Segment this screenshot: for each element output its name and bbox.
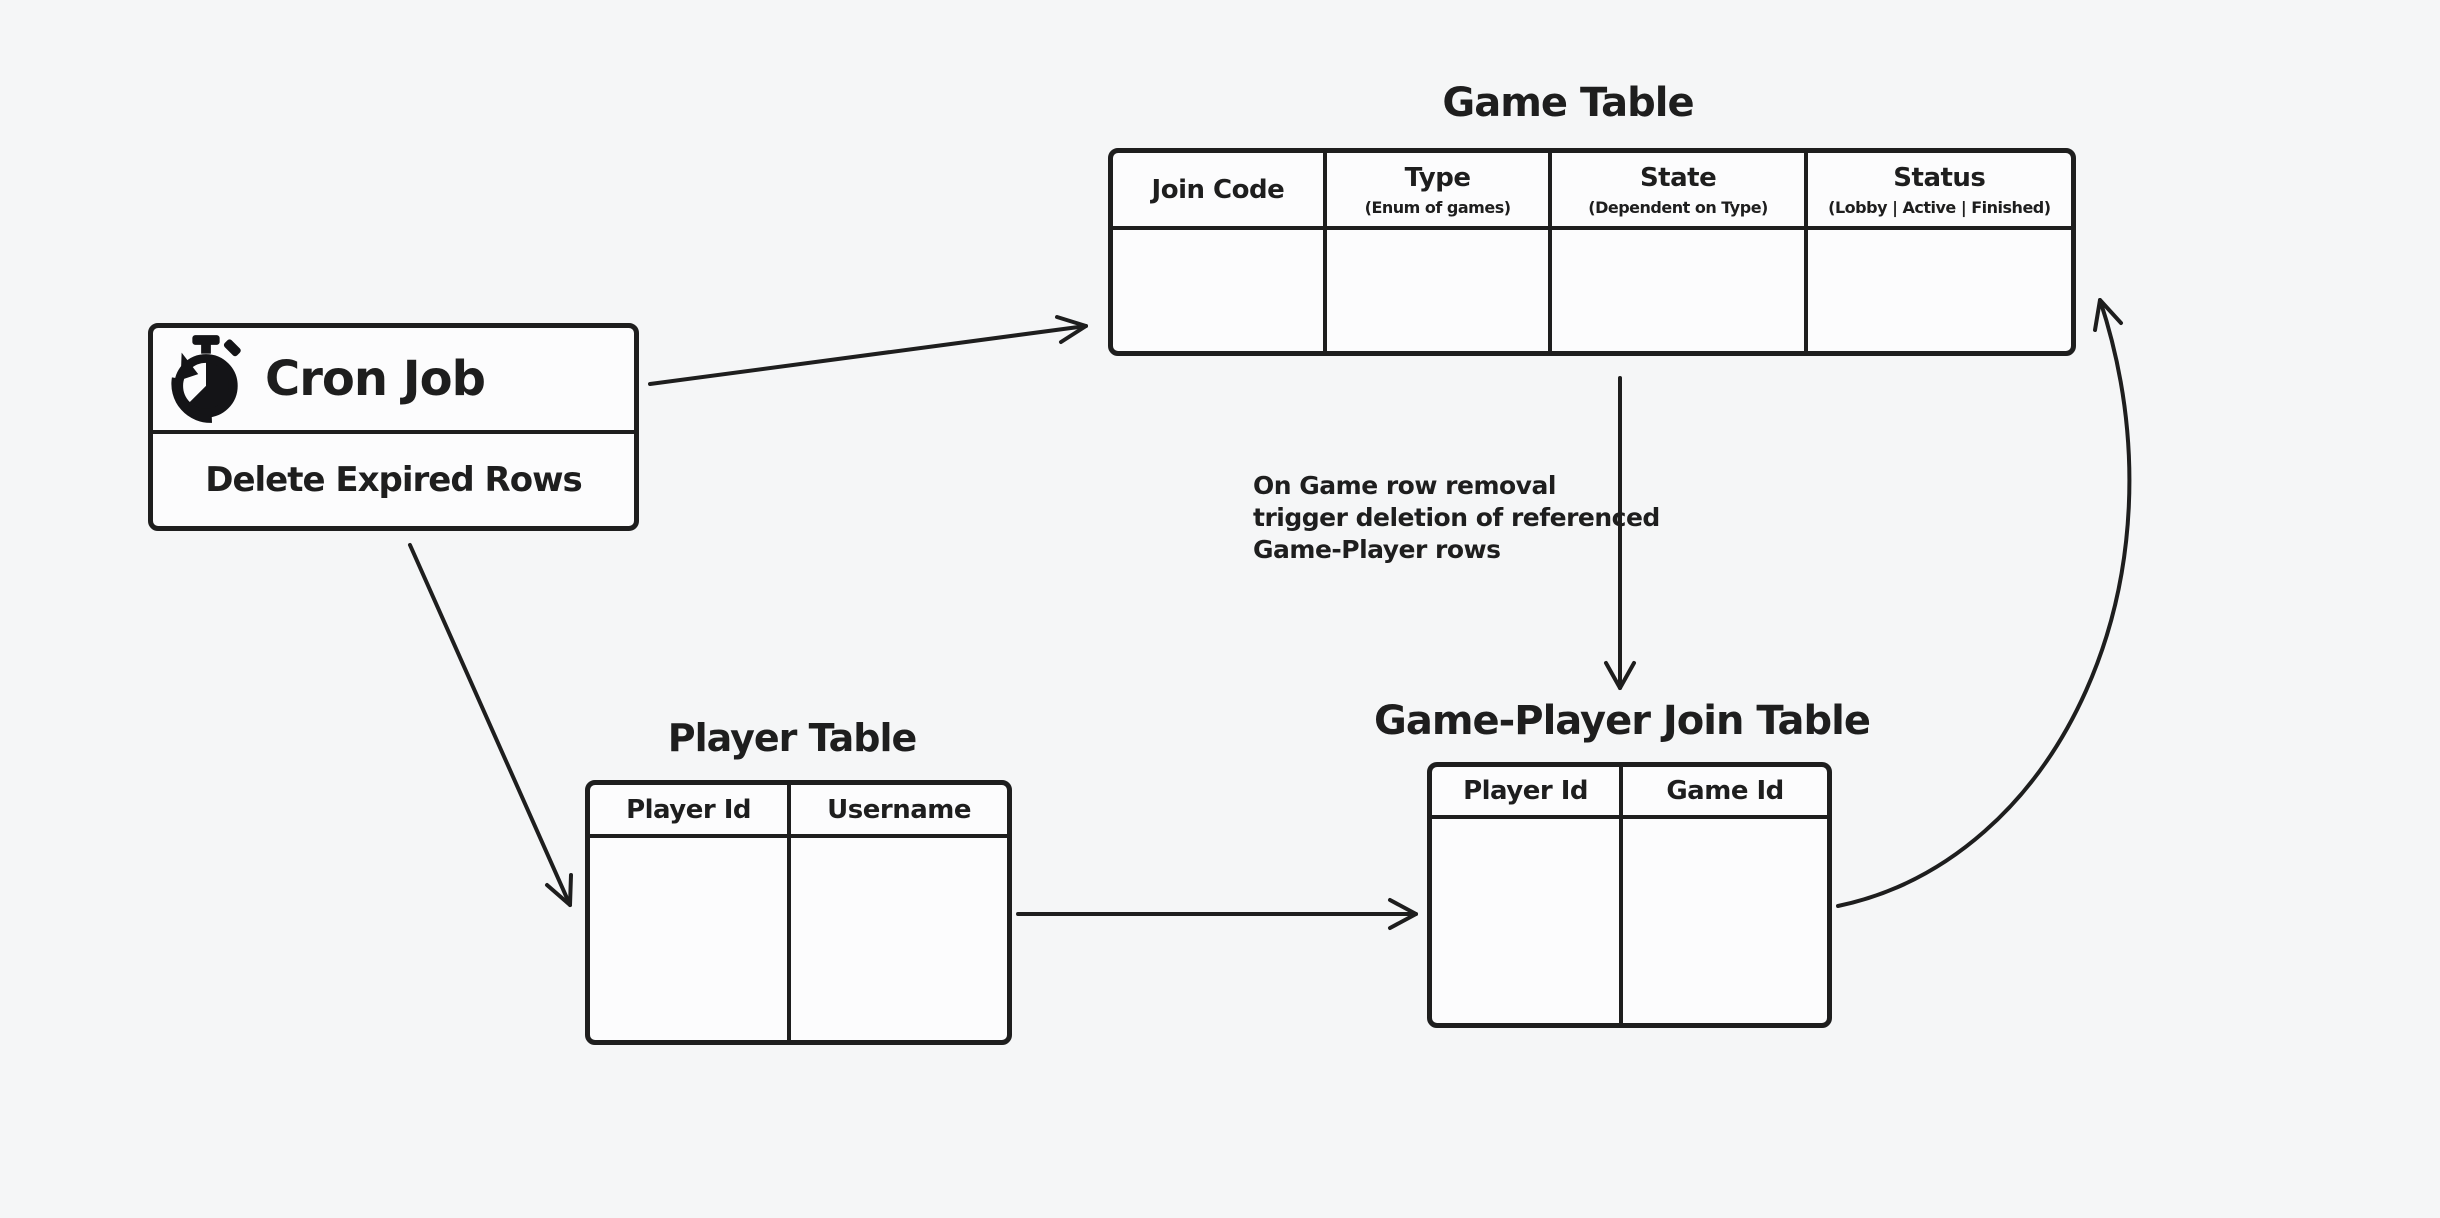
column-header-state: State (Dependent on Type) [1552,153,1808,230]
empty-cell [791,838,1007,1040]
cron-job-box[interactable]: Cron Job Delete Expired Rows [148,323,639,531]
column-header-type: Type (Enum of games) [1326,153,1553,230]
empty-cell [1552,230,1808,351]
cron-job-action-row: Delete Expired Rows [153,434,634,526]
game-table[interactable]: Join Code Type (Enum of games) State (De… [1108,148,2076,356]
arrow-game-table-to-join-table[interactable] [1604,376,1636,690]
column-header-game-id: Game Id [1623,767,1827,819]
game-player-join-table[interactable]: Player Id Game Id [1427,762,1832,1028]
annotation-note[interactable]: On Game row removal trigger deletion of … [1253,471,1660,564]
empty-cell [1113,230,1327,351]
player-table-title[interactable]: Player Table [667,716,918,760]
arrow-cron-to-player-table[interactable] [408,543,573,907]
player-table[interactable]: Player Id Username [585,780,1012,1045]
empty-cell [1623,819,1827,1023]
column-header-join-code: Join Code [1113,153,1327,230]
empty-cell [1432,819,1624,1023]
empty-cell [1327,230,1553,351]
arrow-player-table-to-join-table[interactable] [1016,898,1418,930]
cron-action-label: Delete Expired Rows [205,460,582,500]
game-table-title[interactable]: Game Table [1442,80,1694,126]
game-player-join-table-title[interactable]: Game-Player Join Table [1374,698,1871,744]
column-header-status: Status (Lobby | Active | Finished) [1807,153,2071,230]
cron-job-label: Cron Job [265,351,486,407]
arrow-cron-to-game-table[interactable] [648,315,1088,386]
empty-cell [1808,230,2071,351]
column-header-username: Username [791,785,1007,838]
column-header-player-id: Player Id [590,785,792,838]
empty-cell [590,838,792,1040]
column-header-player-id: Player Id [1432,767,1624,819]
cron-job-header: Cron Job [153,328,634,434]
arrow-join-table-to-game-table[interactable] [1836,298,2132,908]
stopwatch-reset-icon[interactable] [167,335,245,423]
